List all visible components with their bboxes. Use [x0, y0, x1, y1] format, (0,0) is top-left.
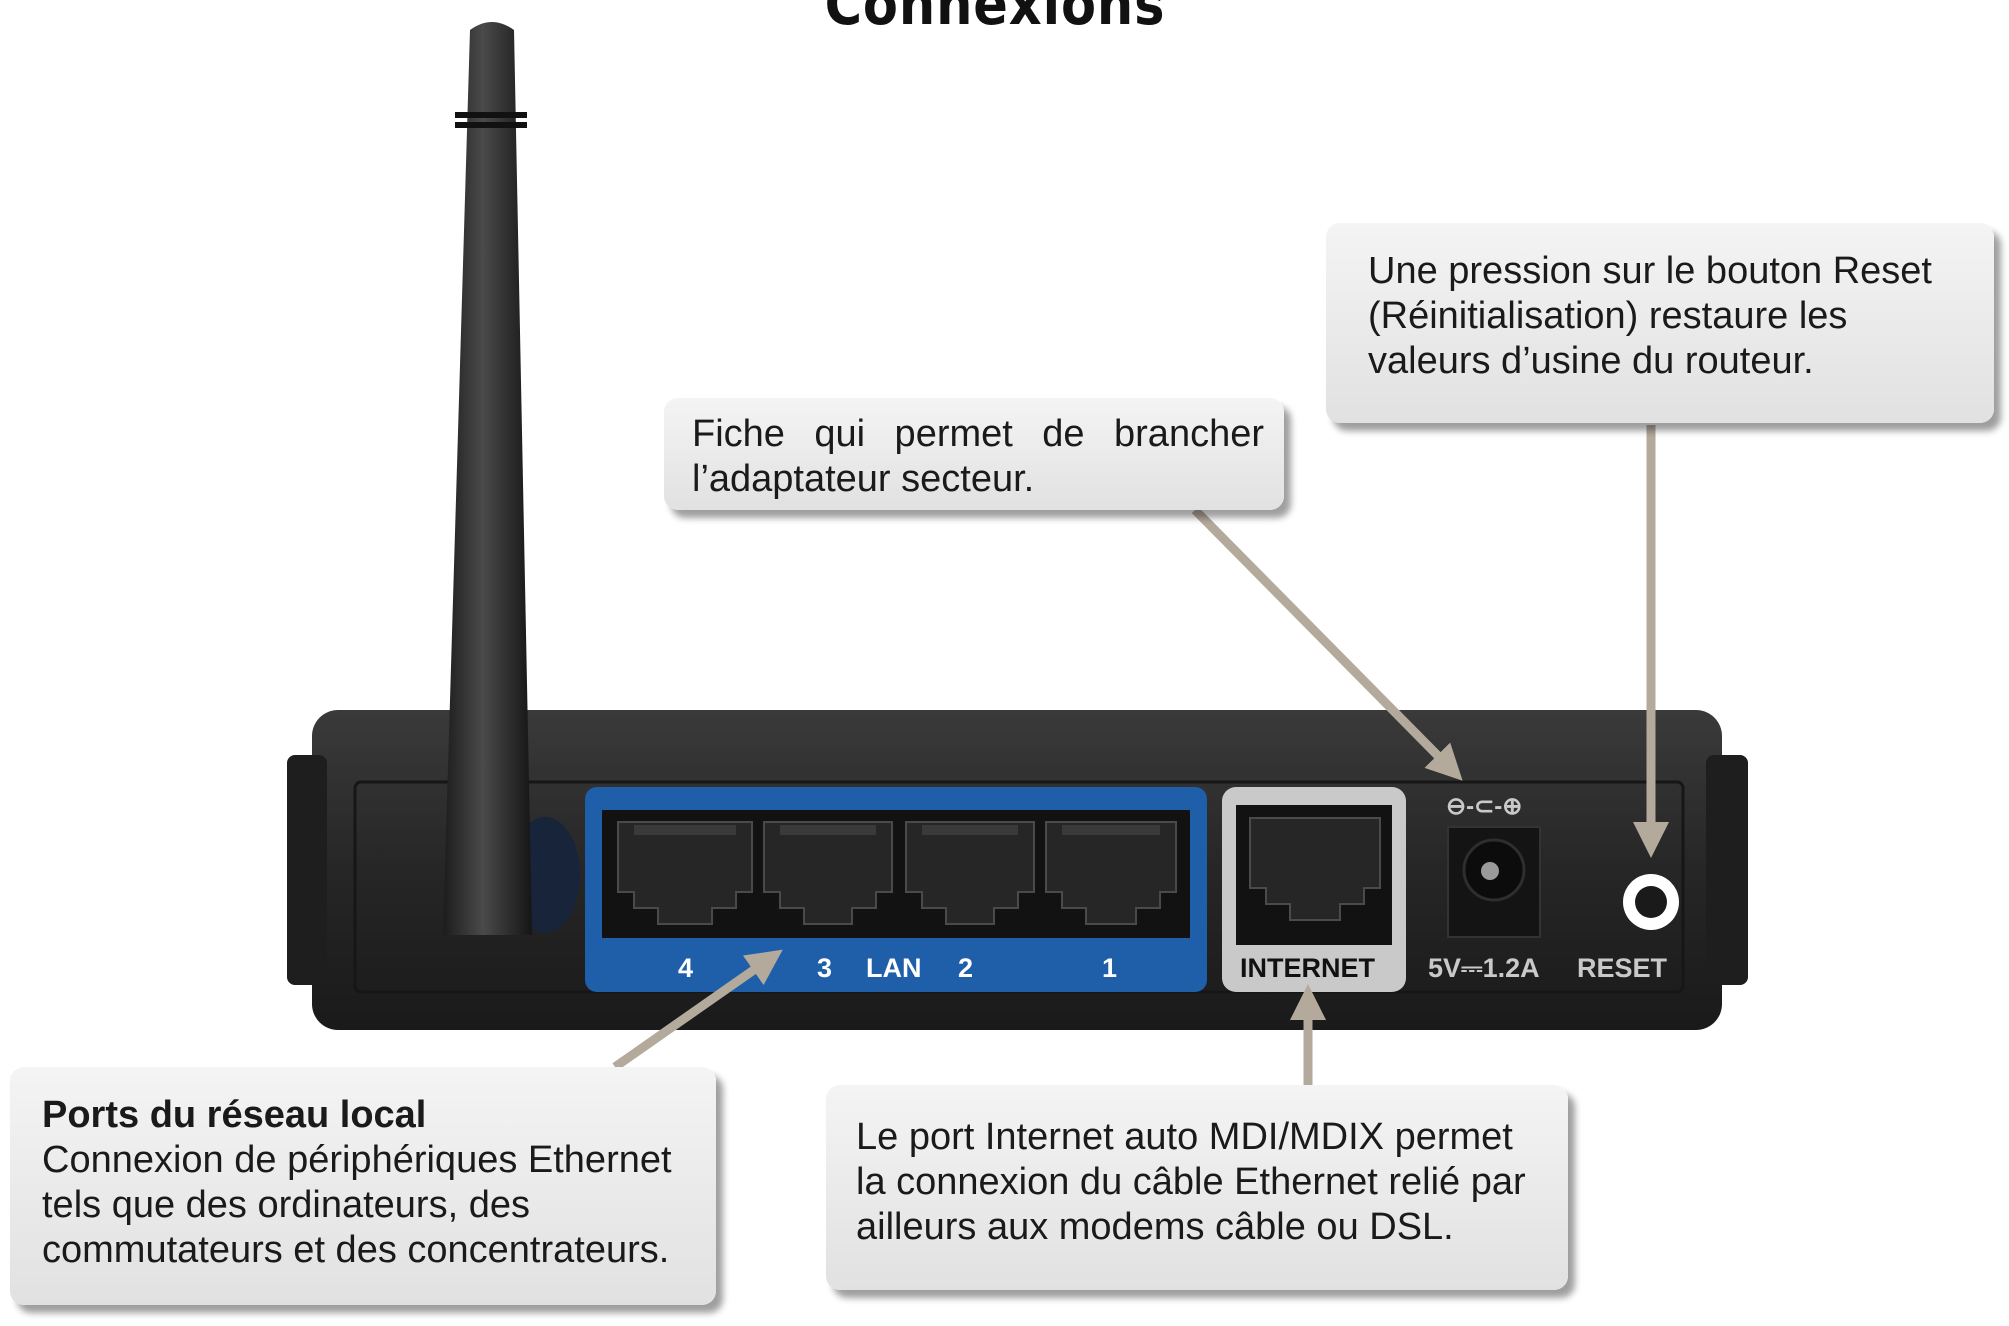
power-polarity-label: ⊖-⊂-⊕: [1446, 792, 1522, 822]
callout-lan-heading: Ports du réseau local: [42, 1093, 706, 1138]
lan-label-1: 1: [1102, 953, 1117, 983]
lan-label-2: 2: [958, 953, 973, 983]
callout-internet: Le port Internet auto MDI/MDIX permet la…: [826, 1085, 1568, 1290]
callout-power: Fiche qui permet de brancher l’adaptateu…: [664, 398, 1284, 510]
lan-label-name: LAN: [866, 953, 922, 983]
callout-lan: Ports du réseau local Connexion de périp…: [10, 1067, 716, 1305]
callout-power-text: Fiche qui permet de brancher l’adaptateu…: [692, 413, 1264, 500]
callout-internet-text: Le port Internet auto MDI/MDIX permet la…: [856, 1116, 1526, 1248]
lan-port-1[interactable]: [1046, 822, 1176, 924]
lan-label-3: 3: [817, 953, 832, 983]
power-jack-icon[interactable]: [1448, 827, 1540, 937]
lan-port-2[interactable]: [906, 822, 1034, 924]
reset-label: RESET: [1577, 953, 1667, 983]
lan-port-4[interactable]: [618, 822, 752, 924]
reset-button-icon[interactable]: [1623, 874, 1679, 930]
callout-reset-text: Une pression sur le bouton Reset (Réinit…: [1368, 250, 1932, 382]
lan-label-4: 4: [678, 953, 693, 983]
callout-reset: Une pression sur le bouton Reset (Réinit…: [1326, 223, 1994, 423]
lan-port-3[interactable]: [764, 822, 892, 924]
callout-lan-text: Connexion de périphériques Ethernet tels…: [42, 1139, 672, 1271]
internet-label: INTERNET: [1240, 953, 1375, 983]
power-rating-label: 5V⎓1.2A: [1428, 953, 1540, 983]
